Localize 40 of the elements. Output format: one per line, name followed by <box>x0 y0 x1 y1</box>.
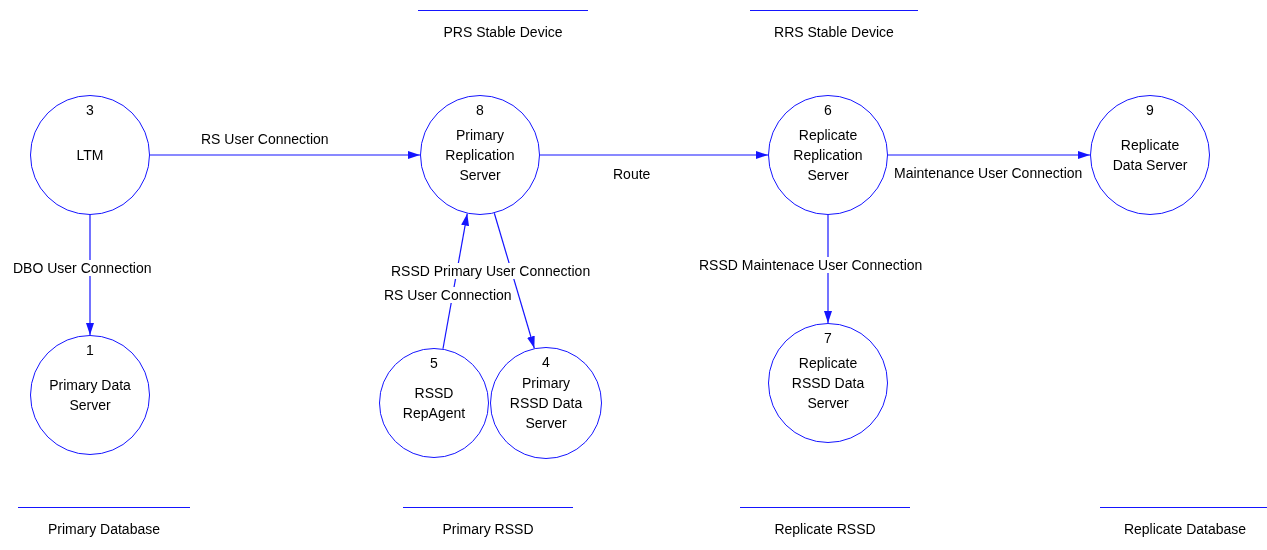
process-label: Replicate RSSD Data Server <box>790 354 866 413</box>
data-store <box>750 10 918 40</box>
process-number: 3 <box>85 102 95 118</box>
edge-label: Maintenance User Connection <box>893 165 1084 181</box>
process-label: Replicate Data Server <box>1111 136 1189 175</box>
arrow <box>149 151 421 159</box>
process-number: 5 <box>429 355 439 371</box>
edge-label: Route <box>612 166 652 182</box>
process-label: Primary Data Server <box>48 376 132 415</box>
data-store <box>18 507 190 537</box>
edge-label: RS User Connection <box>200 131 330 147</box>
data-store-label: Replicate Database <box>1122 521 1248 537</box>
data-store-label: RRS Stable Device <box>773 24 895 40</box>
data-store-label: PRS Stable Device <box>442 24 564 40</box>
data-store <box>403 507 573 537</box>
process-number: 4 <box>541 354 551 370</box>
process-label: Primary RSSD Data Server <box>508 374 584 433</box>
process-number: 6 <box>823 102 833 118</box>
process-number: 8 <box>475 102 485 118</box>
arrow <box>493 212 535 349</box>
process-label: RSSD RepAgent <box>401 384 467 423</box>
edge-label: RSSD Primary User Connection <box>390 263 592 279</box>
process-label: Replicate Replication Server <box>792 126 864 185</box>
data-store-label: Primary RSSD <box>441 521 535 537</box>
arrow <box>86 214 94 336</box>
process-number: 1 <box>85 342 95 358</box>
arrow <box>887 151 1091 159</box>
process-label: LTM <box>75 146 105 165</box>
data-store <box>1100 507 1267 537</box>
data-store-label: Primary Database <box>46 521 161 537</box>
arrow <box>539 151 769 159</box>
edge-label: RS User Connection <box>383 287 513 303</box>
edge-label: DBO User Connection <box>12 260 153 276</box>
edge-label: RSSD Maintenace User Connection <box>698 257 924 273</box>
data-store <box>740 507 910 537</box>
data-store-label: Replicate RSSD <box>773 521 877 537</box>
process-number: 9 <box>1145 102 1155 118</box>
process-label: Primary Replication Server <box>444 126 516 185</box>
process-number: 7 <box>823 330 833 346</box>
data-store <box>418 10 588 40</box>
